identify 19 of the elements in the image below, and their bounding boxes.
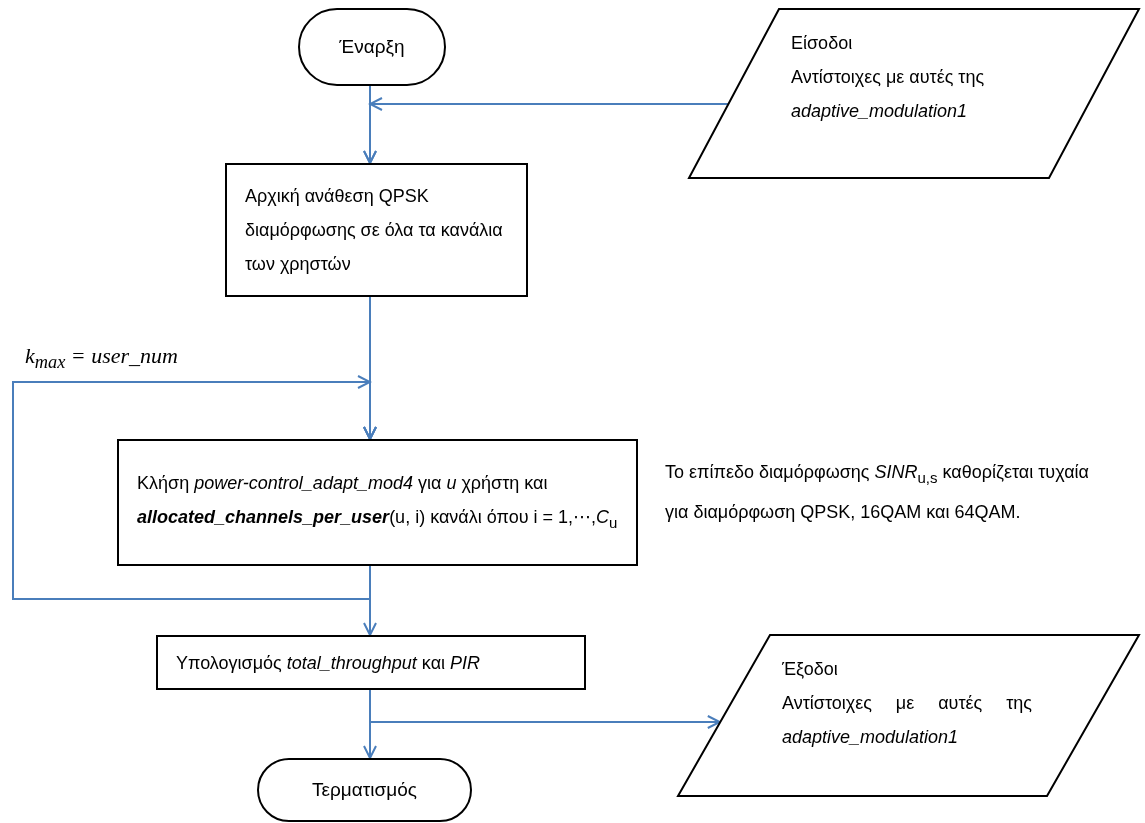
io-parallelogram: [677, 634, 1140, 797]
arrow: [363, 97, 729, 164]
io-text: Αντίστοιχες με αυτές της adaptive_modulation1: [791, 67, 985, 121]
box-text: Αρχική ανάθεση QPSK διαμόρφωσης σε όλα τα κανάλια των χρηστών: [245, 185, 504, 276]
loop-arrow: [12, 381, 377, 600]
arrow: [363, 565, 377, 636]
process-box: [117, 439, 638, 566]
box-text: Κλήση power-control_adapt_mod4 για u χρήστη και allocated_channels_per_user(u, i) κανάλι όπου i = 1,⋯,C$_{u}$: [137, 471, 618, 533]
formula-text: k$_{max}$ = user_num: [25, 338, 245, 382]
io-parallelogram: [688, 8, 1140, 179]
terminal-box: Έναρξη: [298, 8, 446, 86]
io-text: Αντίστοιχες με αυτές της adaptive_modulation1: [782, 693, 1032, 747]
io-text: Είσοδοι: [791, 33, 853, 53]
note-text: Το επίπεδο διαμόρφωσης SINR$_{u,s}$ καθορίζεται τυχαία για διαμόρφωση QPSK, 16QAM και 64QAM.: [665, 462, 1089, 522]
io-text: Έξοδοι: [782, 659, 838, 679]
box-text: Υπολογισμός total_throughput και PIR: [176, 651, 482, 675]
terminal-box: Τερματισμός: [257, 758, 472, 822]
process-box: [225, 163, 528, 297]
process-box: [156, 635, 586, 690]
